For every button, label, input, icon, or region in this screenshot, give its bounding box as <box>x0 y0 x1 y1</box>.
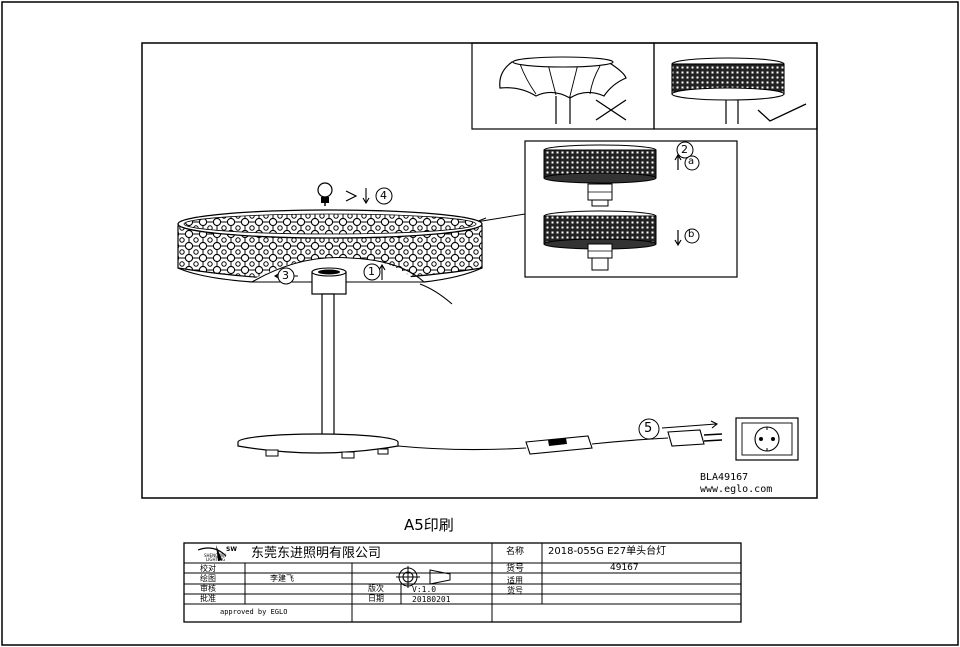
correct-shade-icon <box>671 57 807 124</box>
wrong-right-comparison <box>471 42 818 130</box>
company-logo-icon <box>197 545 227 561</box>
draw-value: 李建飞 <box>270 574 294 583</box>
company-name: 东莞东进照明有限公司 <box>251 546 382 561</box>
review-label: 审核 <box>200 584 216 593</box>
power-cord <box>397 420 723 455</box>
sub-step-b-label: b <box>688 229 695 240</box>
step-1-label: 1 <box>368 265 375 278</box>
step-5-label: 5 <box>644 421 653 436</box>
wrong-shade-icon <box>499 56 627 124</box>
check-label: 校对 <box>200 564 216 573</box>
bulb-icon <box>317 182 370 206</box>
logo-sub-1: SHENGWEI <box>204 553 226 558</box>
version-value: V:1.0 <box>412 585 437 594</box>
draw-label: 绘图 <box>200 574 216 583</box>
logo-sub-2: LIGHTING <box>206 557 226 562</box>
website-url: www.eglo.com <box>700 484 773 495</box>
date-value: 20180201 <box>412 595 451 604</box>
title-block <box>183 542 742 623</box>
item-no-value: 49167 <box>610 563 639 573</box>
date-label: 日期 <box>368 594 384 603</box>
approve-label: 批准 <box>200 594 216 603</box>
wall-socket-icon <box>735 417 799 461</box>
step-circles <box>277 141 694 440</box>
logo-brand: SW <box>226 546 237 553</box>
step-2-label: 2 <box>681 143 688 156</box>
name-value: 2018-055G E27单头台灯 <box>548 546 667 557</box>
sub-step-a-label: a <box>688 156 695 167</box>
projection-symbol-icon <box>396 566 451 588</box>
detail-box <box>475 140 738 278</box>
version-label: 版次 <box>368 584 384 593</box>
print-format-label: A5印刷 <box>404 516 454 534</box>
step-4-label: 4 <box>380 189 387 202</box>
step-3-label: 3 <box>282 269 289 282</box>
lamp-shade <box>177 209 483 305</box>
applicable-label-2: 货号 <box>507 586 523 595</box>
applicable-label-1: 适用 <box>507 576 523 585</box>
name-label: 名称 <box>506 547 525 557</box>
approved-by: approved by EGLO <box>220 608 288 616</box>
lamp-body <box>237 293 399 459</box>
sub-step-circles <box>684 155 700 244</box>
item-no-label: 货号 <box>506 564 525 574</box>
model-code: BLA49167 <box>700 472 749 483</box>
